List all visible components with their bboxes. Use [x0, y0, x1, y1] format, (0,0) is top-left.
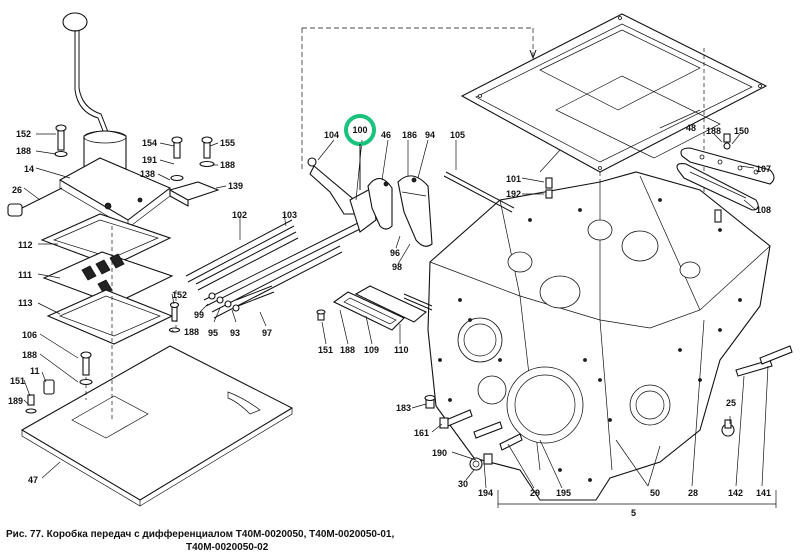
- callout-195: 195: [556, 488, 571, 498]
- callout-151: 151: [318, 345, 333, 355]
- callout-142: 142: [728, 488, 743, 498]
- lower-fasteners: [424, 345, 793, 471]
- callout-94: 94: [425, 130, 435, 140]
- highlight-marker: [344, 114, 376, 190]
- callout-29: 29: [530, 488, 540, 498]
- leader-lines: [23, 109, 769, 489]
- callout-155: 155: [220, 138, 235, 148]
- callout-194: 194: [478, 488, 493, 498]
- shift-forks: [307, 157, 433, 247]
- callout-50: 50: [650, 488, 660, 498]
- callout-99: 99: [194, 310, 204, 320]
- plate-112: [40, 213, 172, 267]
- callout-111: 111: [18, 270, 32, 280]
- callout-191: 191: [142, 155, 157, 165]
- callout-98: 98: [392, 262, 402, 272]
- callout-102: 102: [232, 210, 247, 220]
- gearbox-housing: [427, 171, 771, 501]
- cover-gasket-48: [460, 13, 768, 173]
- callout-188: 188: [16, 146, 31, 156]
- callout-95: 95: [208, 328, 218, 338]
- gasket-109-110: [316, 285, 433, 331]
- plate-111: [42, 251, 174, 305]
- callout-188: 188: [22, 350, 37, 360]
- callout-107: 107: [756, 164, 771, 174]
- callout-11: 11: [30, 366, 40, 376]
- callout-110: 110: [394, 345, 409, 355]
- callout-25: 25: [726, 398, 736, 408]
- callout-96: 96: [390, 248, 400, 258]
- figure-caption-line-1: Рис. 77. Коробка передач с дифференциало…: [6, 528, 394, 540]
- callout-101: 101: [506, 174, 521, 184]
- callout-112: 112: [18, 240, 33, 250]
- callout-26: 26: [12, 185, 22, 195]
- callout-192: 192: [506, 189, 521, 199]
- callout-152: 152: [172, 290, 187, 300]
- callout-188: 188: [706, 126, 721, 136]
- bolts-left: [54, 124, 215, 182]
- callout-190: 190: [432, 448, 447, 458]
- highlighted-callout-100: 100: [352, 125, 367, 135]
- figure-caption-line-2: Т40М-0020050-02: [186, 542, 269, 553]
- cover-107-108: [676, 133, 775, 223]
- callout-183: 183: [396, 403, 411, 413]
- callout-14: 14: [24, 164, 34, 174]
- callout-47: 47: [28, 475, 38, 485]
- callout-152: 152: [16, 129, 31, 139]
- callout-109: 109: [364, 345, 379, 355]
- callout-113: 113: [18, 298, 33, 308]
- plate-113: [46, 289, 174, 345]
- callout-188: 188: [220, 160, 235, 170]
- callout-30: 30: [458, 479, 468, 489]
- callout-141: 141: [756, 488, 771, 498]
- callout-28: 28: [688, 488, 698, 498]
- callout-106: 106: [22, 330, 37, 340]
- callout-154: 154: [142, 138, 157, 148]
- part-139: [168, 181, 220, 207]
- callout-97: 97: [262, 328, 272, 338]
- callout-104: 104: [324, 130, 339, 140]
- dimension-line-5: [497, 490, 777, 508]
- callout-labels: 152 188 14 26 112 111 113 106 188 11 151…: [8, 123, 771, 518]
- callout-103: 103: [282, 210, 297, 220]
- callout-93: 93: [230, 328, 240, 338]
- callout-161: 161: [414, 428, 429, 438]
- callout-5: 5: [631, 508, 636, 518]
- bolts-lower-left: [25, 301, 181, 414]
- callout-46: 46: [381, 130, 391, 140]
- callout-188: 188: [340, 345, 355, 355]
- callout-139: 139: [228, 181, 243, 191]
- callout-108: 108: [756, 205, 771, 215]
- plate-47: [20, 345, 294, 507]
- callout-48: 48: [686, 123, 696, 133]
- callout-105: 105: [450, 130, 465, 140]
- callout-188: 188: [184, 327, 199, 337]
- callout-151: 151: [10, 376, 25, 386]
- callout-150: 150: [734, 126, 749, 136]
- shift-rods: [185, 219, 363, 319]
- rod-105: [443, 171, 553, 213]
- shift-lever-assembly: [7, 12, 172, 229]
- callout-186: 186: [402, 130, 417, 140]
- callout-189: 189: [8, 396, 23, 406]
- callout-138: 138: [140, 169, 155, 179]
